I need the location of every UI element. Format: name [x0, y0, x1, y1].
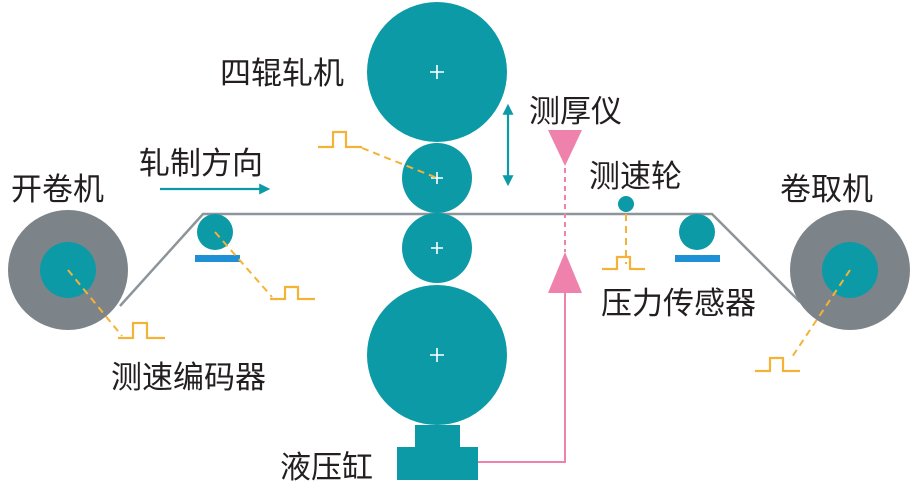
left-pressure-sensor-base: [195, 255, 240, 262]
mill-label: 四辊轧机: [220, 56, 344, 92]
right-guide-roller: [675, 214, 720, 262]
cylinder-body: [397, 447, 478, 480]
rolling-direction-label: 轧制方向: [139, 146, 263, 182]
gauge-emitter-triangle-icon: [548, 130, 582, 166]
square-wave-signal: [755, 356, 800, 373]
coiler-label: 卷取机: [780, 172, 873, 208]
speed-wheel: [618, 196, 634, 212]
metal-strip: [119, 212, 801, 307]
right-pressure-sensor-base: [675, 255, 720, 262]
gauge-receiver-triangle-icon: [548, 252, 582, 293]
signal-leader-line: [67, 269, 123, 337]
pressure-sensor-label: 压力传感器: [601, 286, 756, 322]
gauge-feedback-line: [478, 293, 566, 463]
center-cross-icon: [430, 65, 444, 79]
center-cross-icon: [431, 172, 443, 184]
speed-encoder-label: 测速编码器: [111, 360, 266, 396]
signal-leader-line: [789, 269, 851, 361]
center-cross-icon: [431, 242, 443, 254]
square-wave-signal: [318, 130, 362, 149]
speed-wheel-label: 测速轮: [589, 159, 682, 195]
coiler-signal: [755, 269, 851, 373]
signal-leader-line: [361, 147, 438, 179]
signal-leader-line: [214, 231, 273, 298]
hydraulic-cylinder: [397, 425, 478, 480]
speed-wheel-signal: [602, 214, 645, 271]
right-deflector-roll: [679, 214, 715, 250]
square-wave-signal: [118, 321, 165, 340]
mill-signal: [318, 130, 438, 179]
left-roller-signal: [214, 231, 315, 301]
four-high-mill: [367, 2, 507, 425]
thickness-gauge: [478, 130, 582, 463]
uncoiler-signal: [67, 269, 165, 340]
square-wave-signal: [270, 285, 315, 301]
square-wave-signal: [602, 255, 645, 271]
cylinder-piston: [415, 425, 460, 448]
thickness-gauge-label: 测厚仪: [529, 94, 622, 130]
center-cross-icon: [430, 348, 444, 362]
hydraulic-cylinder-label: 液压缸: [280, 450, 373, 486]
left-guide-roller: [195, 214, 240, 262]
uncoiler-label: 开卷机: [11, 172, 104, 208]
